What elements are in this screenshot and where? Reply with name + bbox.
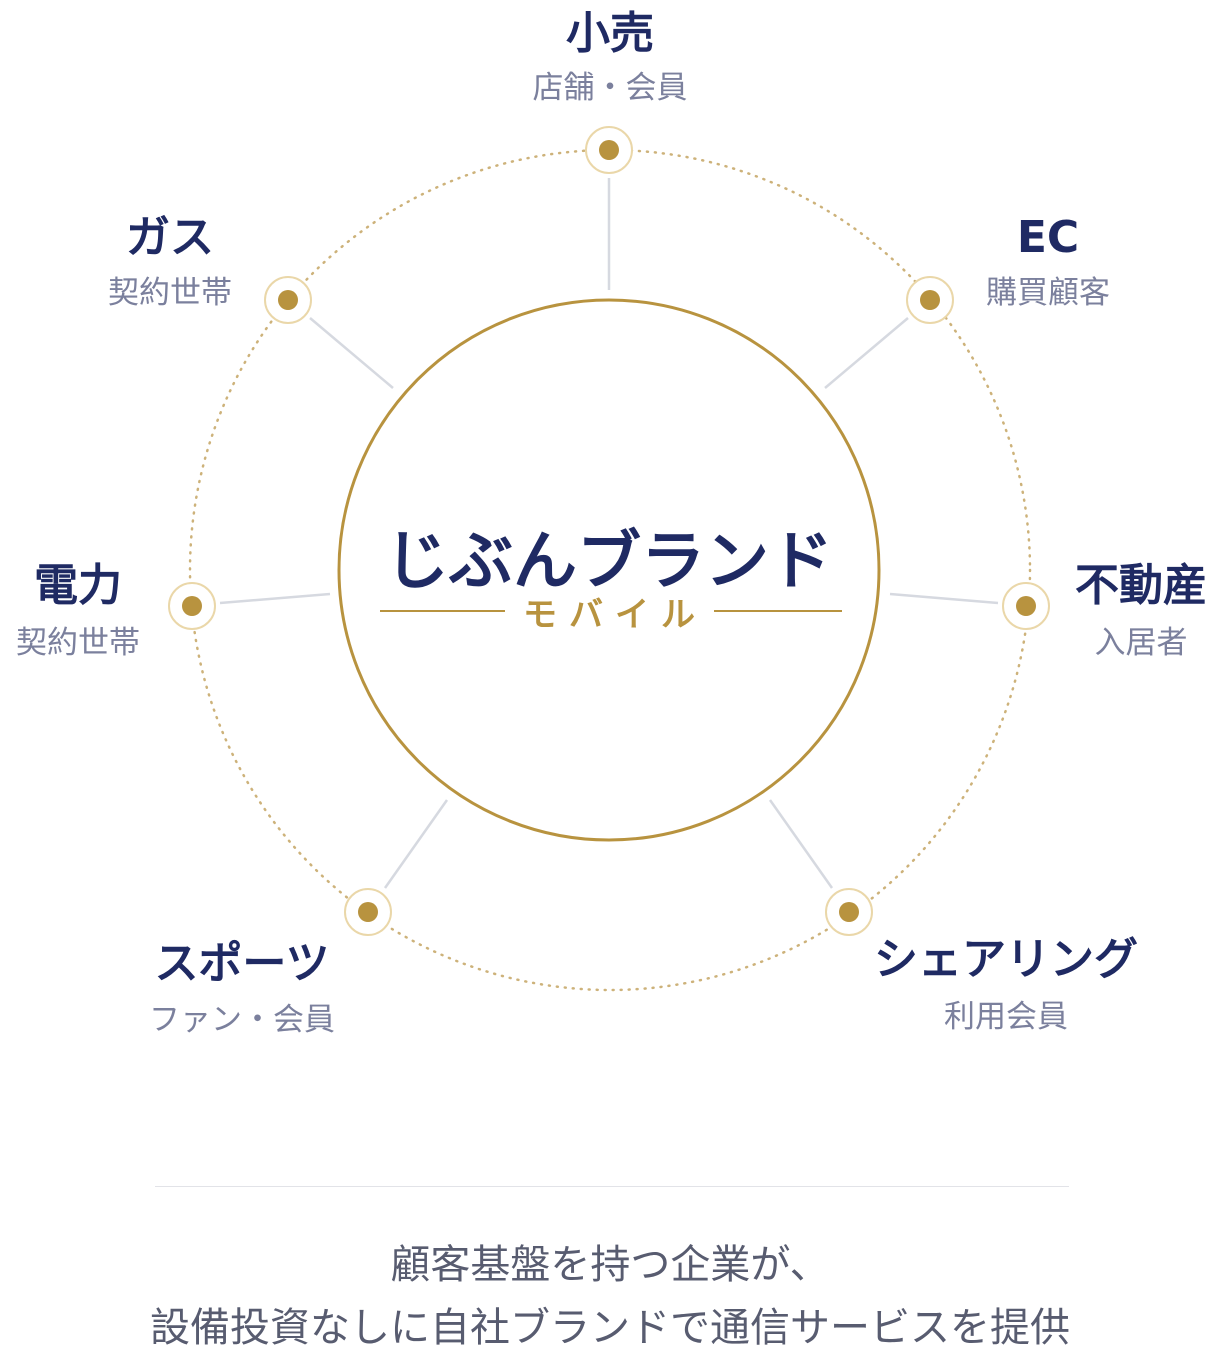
center-circle xyxy=(337,298,881,842)
connector-lines xyxy=(219,178,999,889)
connector-gas xyxy=(309,317,394,389)
marker-realestate xyxy=(1002,582,1050,630)
caption-line-1: 顧客基盤を持つ企業が、 xyxy=(390,1242,830,1288)
connector-realestate xyxy=(889,592,999,605)
node-subtitle-ec: 購買顧客 xyxy=(986,275,1110,311)
node-subtitle-gas: 契約世帯 xyxy=(108,275,232,311)
node-title-ec: EC xyxy=(1017,212,1079,263)
node-label-ec: EC 購買顧客 xyxy=(986,212,1110,311)
brand-logo-sub: モバイル xyxy=(523,595,707,635)
node-title-gas: ガス xyxy=(126,212,214,263)
node-title-sharing: シェアリング xyxy=(874,934,1138,985)
marker-sharing xyxy=(825,888,873,936)
brand-logo-main: じぶんブランド xyxy=(385,525,833,599)
caption-line-2: 設備投資なしに自社ブランドで通信サービスを提供 xyxy=(150,1305,1070,1351)
marker-power xyxy=(168,582,216,630)
node-subtitle-retail: 店舗・会員 xyxy=(533,70,688,106)
node-title-retail: 小売 xyxy=(566,8,654,59)
node-label-power: 電力 契約世帯 xyxy=(16,560,140,661)
section-divider xyxy=(155,1186,1069,1187)
node-subtitle-power: 契約世帯 xyxy=(16,625,140,661)
node-title-power: 電力 xyxy=(34,560,122,611)
connector-ec xyxy=(824,317,909,389)
outer-dotted-ring xyxy=(188,148,1032,992)
connector-sports xyxy=(383,799,449,889)
connector-sharing xyxy=(768,799,834,889)
node-label-gas: ガス 契約世帯 xyxy=(108,212,232,311)
node-markers xyxy=(168,126,1050,936)
node-label-sports: スポーツ ファン・会員 xyxy=(149,938,335,1038)
node-label-retail: 小売 店舗・会員 xyxy=(533,8,688,106)
node-title-realestate: 不動産 xyxy=(1075,560,1207,611)
marker-retail xyxy=(585,126,633,174)
marker-ec xyxy=(906,276,954,324)
node-title-sports: スポーツ xyxy=(154,938,329,989)
marker-gas xyxy=(264,276,312,324)
marker-sports xyxy=(344,888,392,936)
node-subtitle-sports: ファン・会員 xyxy=(149,1002,335,1038)
node-label-sharing: シェアリング 利用会員 xyxy=(874,934,1138,1035)
node-subtitle-sharing: 利用会員 xyxy=(944,999,1068,1035)
node-label-realestate: 不動産 入居者 xyxy=(1075,560,1207,661)
connector-power xyxy=(219,592,331,605)
node-subtitle-realestate: 入居者 xyxy=(1095,625,1188,661)
